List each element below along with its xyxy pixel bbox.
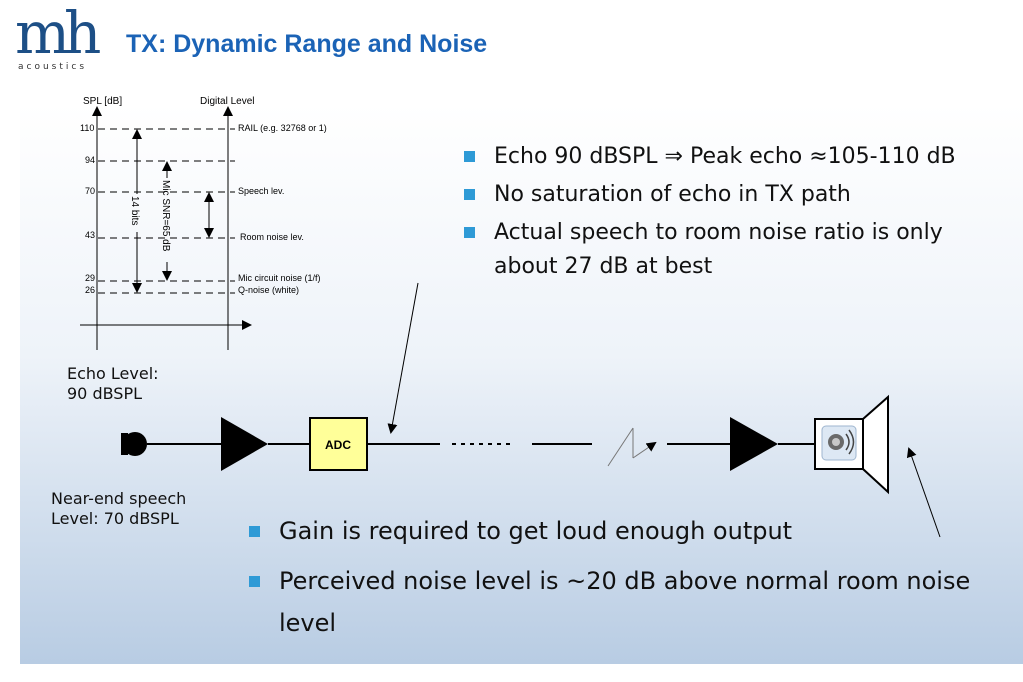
microphone-icon [121,432,147,456]
level-value: 110 [80,123,94,133]
logo-mark: mh [15,0,101,67]
preamp-triangle [221,417,268,471]
speaker-callout-pointer [906,447,941,538]
snr-label: Mic SNR=65 dB [160,180,171,252]
level-row-29: 29 Mic circuit noise (1/f) [85,273,321,283]
level-row-110: 110 RAIL (e.g. 32768 or 1) [80,123,327,133]
bits-label: 14 bits [129,196,140,225]
level-label: Q-noise (white) [238,285,299,295]
bullet-no-saturation: No saturation of echo in TX path [462,178,982,212]
mic-snr-arrow: Mic SNR=65 dB [160,161,172,281]
level-row-70: 70 Speech lev. [85,186,284,196]
network-break-icon [607,427,657,467]
loudspeaker-icon [814,394,889,495]
content-background [20,104,1023,664]
near-end-line-1: Near-end speech [51,489,187,508]
bullet-echo-peak: Echo 90 dBSPL ⇒ Peak echo ≈105-110 dB [462,140,982,174]
level-value: 94 [85,155,95,165]
bullet-gain-required: Gain is required to get loud enough outp… [247,510,1007,552]
level-value: 26 [85,285,95,295]
level-row-43: 43 Room noise lev. [85,230,304,242]
echo-level-line-1: Echo Level: [67,364,159,383]
bottom-bullet-list: Gain is required to get loud enough outp… [247,510,1007,652]
axis-left-label: SPL [dB] [83,96,122,107]
level-label: Mic circuit noise (1/f) [238,273,321,283]
level-value: 70 [85,186,95,196]
bullet-perceived-noise: Perceived noise level is ~20 dB above no… [247,560,1007,644]
bits-arrow: 14 bits [129,129,142,293]
level-row-26: 26 Q-noise (white) [85,285,299,295]
axis-right-label: Digital Level [200,96,254,107]
near-end-line-2: Level: 70 dBSPL [51,509,179,528]
top-bullet-list: Echo 90 dBSPL ⇒ Peak echo ≈105-110 dB No… [462,140,982,288]
level-label: Speech lev. [238,186,284,196]
signal-chain: ADC [121,282,941,538]
speaker-volume-icon [821,425,857,461]
logo-subtext: acoustics [18,62,88,72]
adc-callout-pointer [387,282,419,434]
echo-level-line-2: 90 dBSPL [67,384,143,403]
mh-acoustics-logo: mh acoustics [15,0,101,76]
bullet-speech-noise-ratio: Actual speech to room noise ratio is onl… [462,216,982,284]
output-amp-triangle [730,417,778,471]
slide-title: TX: Dynamic Range and Noise [126,30,488,58]
level-label: RAIL (e.g. 32768 or 1) [238,123,327,133]
level-value: 43 [85,230,95,240]
level-value: 29 [85,273,95,283]
echo-level-label: Echo Level: 90 dBSPL [67,364,159,404]
level-diagram: SPL [dB] Digital Level 110 RAIL (e.g. 32… [80,96,327,350]
level-label: Room noise lev. [240,232,304,242]
near-end-speech-label: Near-end speech Level: 70 dBSPL [51,489,186,529]
adc-label: ADC [325,438,351,452]
level-row-94: 94 [85,155,235,165]
adc-block [309,417,368,471]
